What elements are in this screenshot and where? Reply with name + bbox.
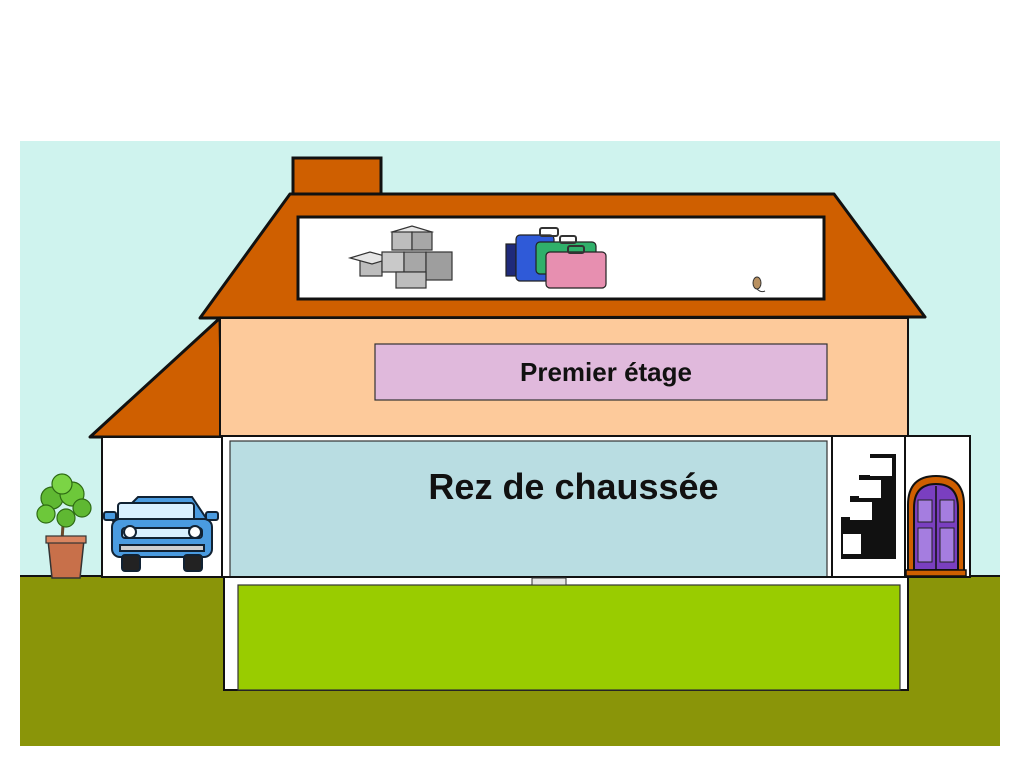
door-icon xyxy=(905,474,967,577)
mouse-icon xyxy=(752,276,766,293)
potted-tree-icon xyxy=(36,473,92,579)
car-icon xyxy=(103,496,219,572)
basement-panel xyxy=(237,584,901,691)
chimney-icon xyxy=(291,156,383,196)
ground-floor-panel xyxy=(229,440,828,578)
boxes-icon xyxy=(347,225,453,289)
first-floor-label: Premier étage xyxy=(520,356,692,387)
staircase-icon xyxy=(841,454,896,559)
first-floor-panel xyxy=(374,343,828,401)
suitcases-icon xyxy=(505,227,607,289)
ground-floor-label: Rez de chaussée xyxy=(428,466,719,507)
